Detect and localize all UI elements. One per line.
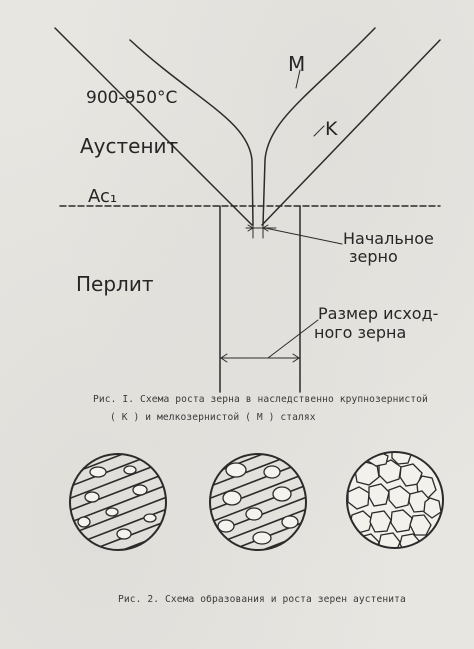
figure1-caption-line1: Рис. I. Схема роста зерна в наследственн… (93, 394, 428, 405)
initial-grain-leader (264, 227, 343, 245)
pearlite-circle-2 (210, 454, 306, 550)
k-curve-right (261, 39, 441, 226)
original-grain-size-label: Размер исход- ного зерна (314, 304, 439, 342)
austenite-grains-circle (347, 452, 443, 548)
austenite-label: Аустенит (80, 134, 179, 158)
size-leader (267, 319, 319, 359)
size-label-line2: ного зерна (314, 323, 407, 342)
initial-grain-label: Начальное зерно (343, 230, 434, 266)
m-curve-left (129, 39, 254, 226)
figure2-caption: Рис. 2. Схема образования и роста зерен … (118, 594, 406, 605)
initial-grain-label-line2: зерно (349, 247, 398, 266)
initial-grain-label-line1: Начальное (343, 229, 434, 248)
temperature-label: 900-950°C (86, 88, 178, 108)
m-curve-right (262, 27, 376, 226)
size-label-line1: Размер исход- (318, 304, 439, 323)
pearlite-circle-1 (70, 454, 166, 550)
curve-k-label: K (325, 118, 338, 140)
ac1-label: Ac₁ (88, 186, 118, 207)
curve-m-label: M (288, 52, 306, 76)
k-curve-left (54, 27, 253, 226)
figure1-caption-line2: ( К ) и мелкозернистой ( М ) сталях (110, 412, 316, 423)
pearlite-label: Перлит (76, 272, 154, 296)
